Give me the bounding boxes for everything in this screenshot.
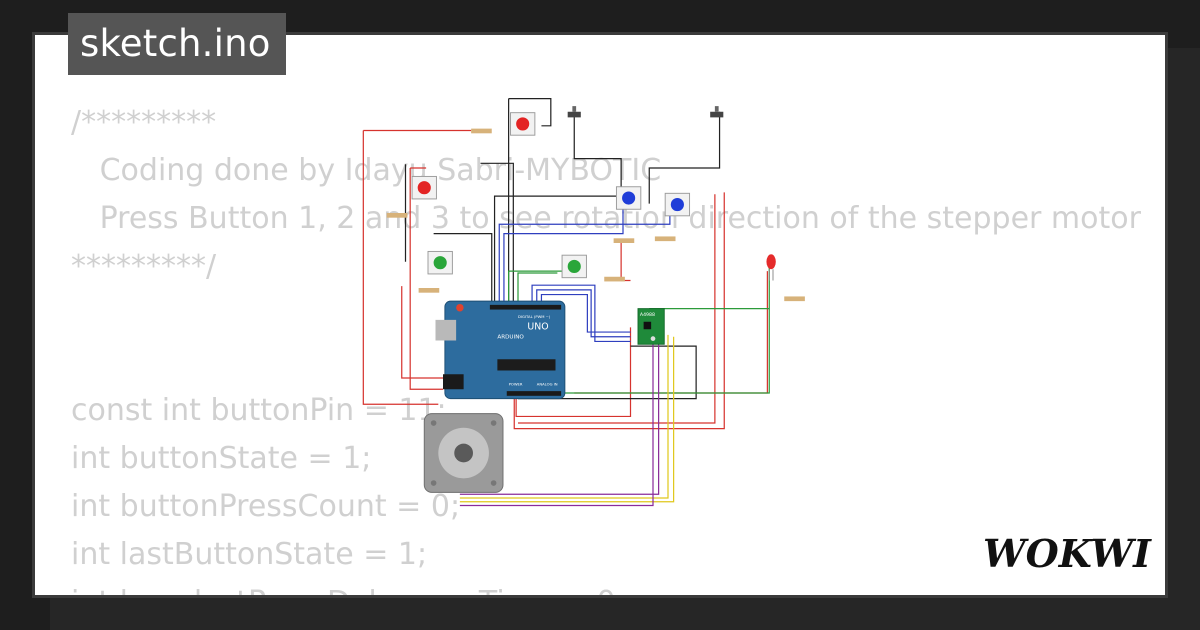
stepper-motor[interactable] <box>423 413 504 493</box>
circuit-diagram[interactable]: UNO ARDUINO DIGITAL (PWM ~) POWER ANALOG… <box>343 93 843 543</box>
pushbutton-blue-2[interactable] <box>664 192 691 217</box>
code-line-1: /********* <box>71 105 217 140</box>
preview-card[interactable]: /********* Coding done by Idayu Sabri-MY… <box>32 32 1168 598</box>
slide-switch-1[interactable] <box>567 106 581 118</box>
code-line-4: *********/ <box>71 249 217 284</box>
led-red <box>766 254 776 281</box>
board-power: POWER <box>509 383 523 387</box>
code-line-8: int buttonState = 1; <box>71 441 372 476</box>
pushbutton-green-1[interactable] <box>427 250 453 275</box>
card-shadow-right <box>1168 48 1200 608</box>
code-line-3: Press Button 1, 2 and 3 to see rotation … <box>71 201 1141 236</box>
arduino-uno-board[interactable]: UNO ARDUINO DIGITAL (PWM ~) POWER ANALOG… <box>435 300 566 400</box>
driver-label: A4988 <box>640 312 655 318</box>
resistor-icon <box>386 128 805 302</box>
pushbutton-blue-1[interactable] <box>615 186 642 210</box>
slide-switch-2[interactable] <box>710 106 724 118</box>
pushbutton-red-1[interactable] <box>510 112 536 136</box>
code-line-7: const int buttonPin = 11; <box>71 393 447 428</box>
pushbutton-red-2[interactable] <box>411 175 437 200</box>
board-brand: ARDUINO <box>497 335 524 341</box>
code-line-9: int buttonPressCount = 0; <box>71 489 461 524</box>
code-editor: /********* Coding done by Idayu Sabri-MY… <box>71 99 1165 595</box>
file-name-tab[interactable]: sketch.ino <box>68 13 286 75</box>
board-header: DIGITAL (PWM ~) <box>518 315 551 319</box>
code-line-10: int lastButtonState = 1; <box>71 537 428 572</box>
board-analog: ANALOG IN <box>537 383 558 387</box>
pushbutton-green-2[interactable] <box>561 254 587 279</box>
code-line-2: Coding done by Idayu Sabri-MYBOTIC <box>71 153 662 188</box>
a4988-driver[interactable]: A4988 <box>637 308 665 345</box>
board-label: UNO <box>527 321 548 332</box>
code-line-11: int long lastPressDebounceTime = 0; <box>71 583 626 595</box>
logo-text: WOKWI <box>983 531 1152 576</box>
wokwi-logo[interactable]: WOKWI <box>979 529 1159 579</box>
